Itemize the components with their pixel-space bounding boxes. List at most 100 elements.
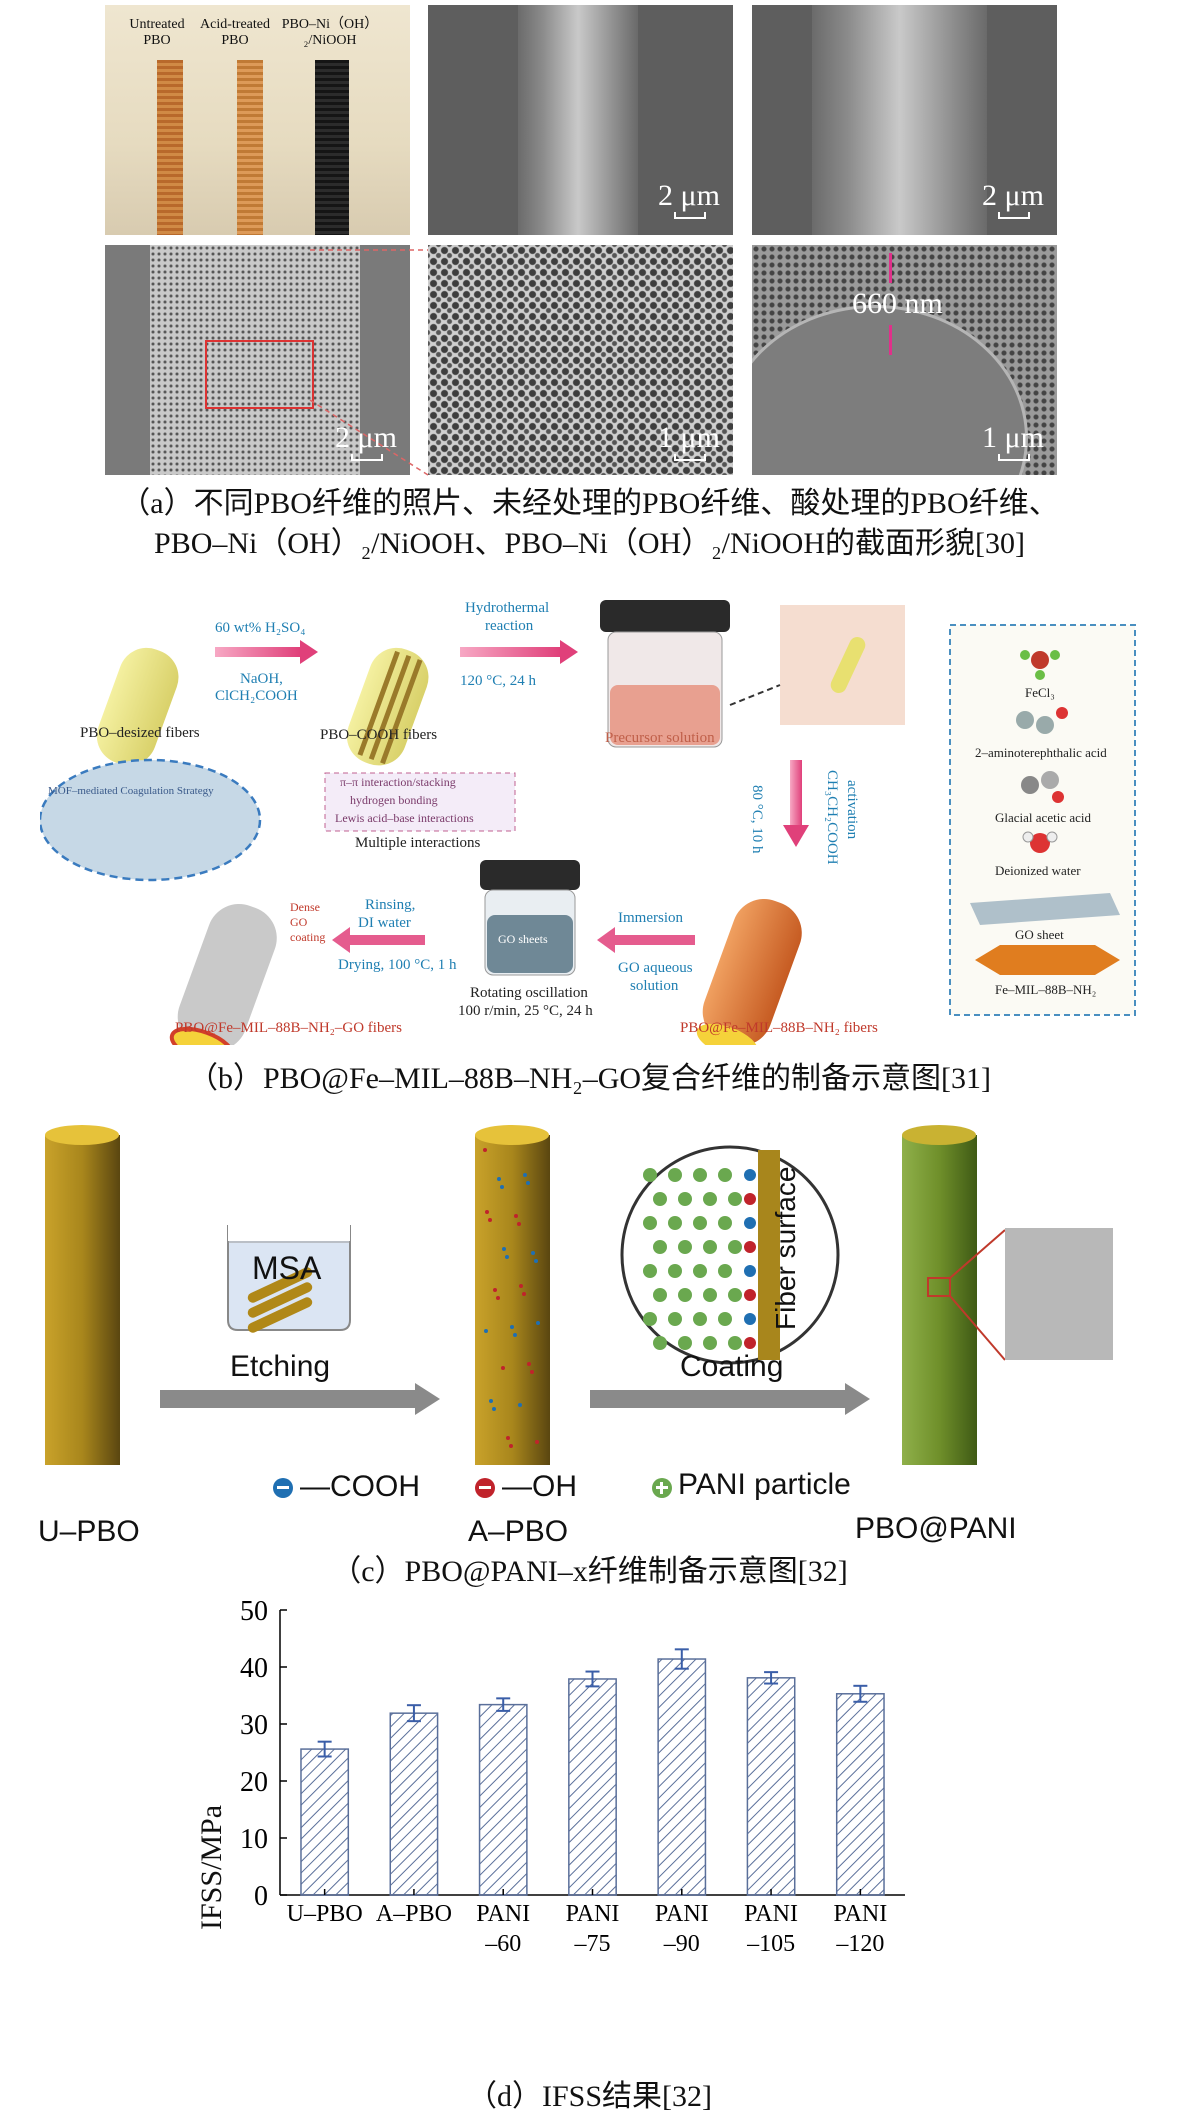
pani-particle xyxy=(653,1336,667,1350)
label-rotating: Rotating oscillation xyxy=(470,985,588,1001)
pani-particle xyxy=(693,1312,707,1326)
label-activation: activation xyxy=(844,780,860,840)
y-tick-label: 0 xyxy=(254,1881,268,1912)
label-cooh: PBO–COOH fibers xyxy=(320,727,438,743)
x-tick-label: PANI xyxy=(744,1901,798,1927)
functional-group-dot xyxy=(510,1325,514,1329)
pani-particle xyxy=(703,1192,717,1206)
caption-a-line2: PBO–Ni（OH）₂/NiOOH、PBO–Ni（OH）₂/NiOOH的截面形貌… xyxy=(154,527,1025,560)
pani-particle xyxy=(653,1240,667,1254)
pani-particle xyxy=(703,1336,717,1350)
sem-acid: 2 μm xyxy=(752,5,1057,235)
functional-group-dot xyxy=(497,1177,501,1181)
functional-group-dot xyxy=(502,1247,506,1251)
label-120c: 120 °C, 24 h xyxy=(460,673,537,689)
pani-particle xyxy=(643,1168,657,1182)
pani-particle xyxy=(668,1168,682,1182)
label-h2so4: 60 wt% H₂SO₄ xyxy=(215,620,306,636)
y-tick-label: 20 xyxy=(240,1767,268,1798)
scale-bar: 2 μm xyxy=(335,423,397,461)
pani-particle xyxy=(718,1312,732,1326)
pani-particle xyxy=(678,1192,692,1206)
pani-particle xyxy=(718,1264,732,1278)
sem-untreated: 2 μm xyxy=(428,5,733,235)
zoom-box xyxy=(205,340,314,409)
functional-group-dot xyxy=(530,1370,534,1374)
bar-0 xyxy=(300,1748,350,1896)
chart-ylabel: IFSS/MPa xyxy=(195,1804,228,1930)
y-tick-label: 40 xyxy=(240,1653,268,1684)
functional-group-dot xyxy=(492,1407,496,1411)
x-tick-label: –75 xyxy=(574,1931,611,1957)
label-go-aqueous: GO aqueous xyxy=(618,960,693,976)
surface-group xyxy=(744,1241,756,1253)
pani-particle xyxy=(678,1336,692,1350)
label-msa: MSA xyxy=(252,1250,322,1286)
bar-5 xyxy=(746,1677,796,1896)
bar-1 xyxy=(389,1712,439,1896)
functional-group-dot xyxy=(522,1292,526,1296)
legend-aminoterephthalic: 2–aminoterephthalic acid xyxy=(975,745,1107,760)
surface-group xyxy=(744,1265,756,1277)
label-precursor: Precursor solution xyxy=(605,730,715,746)
functional-group-dot xyxy=(484,1329,488,1333)
spool-acid xyxy=(237,60,263,235)
surface-group xyxy=(744,1289,756,1301)
label-ch3: CH₃CH₂COOH xyxy=(824,770,840,865)
functional-group-dot xyxy=(531,1251,535,1255)
pani-particle xyxy=(653,1288,667,1302)
sem-porous: 1 μm xyxy=(428,245,733,475)
pani-particle xyxy=(678,1240,692,1254)
x-tick-label: –60 xyxy=(484,1931,521,1957)
label-go-sheets: GO sheets xyxy=(498,932,548,946)
label-rinsing: Rinsing, xyxy=(365,897,416,913)
pani-particle xyxy=(703,1288,717,1302)
arrow-bottom xyxy=(889,325,892,355)
label-rotating-params: 100 r/min, 25 °C, 24 h xyxy=(458,1003,593,1019)
label-dense: Dense GO coating xyxy=(290,900,326,944)
photo-label-acid: Acid-treated PBO xyxy=(200,17,270,48)
thickness-label: 660 nm xyxy=(852,287,943,320)
legend-pani: PANI particle xyxy=(678,1468,851,1501)
surface-group xyxy=(744,1169,756,1181)
scheme-c xyxy=(45,1125,1113,1498)
interaction-3: Lewis acid–base interactions xyxy=(335,811,474,825)
label-naoh: NaOH, xyxy=(240,671,283,687)
pani-particle xyxy=(678,1288,692,1302)
desized-fiber xyxy=(96,647,179,766)
legend-oh: —OH xyxy=(502,1470,577,1503)
label-a-pbo: A–PBO xyxy=(468,1515,569,1548)
scale-bar: 1 μm xyxy=(658,423,720,461)
functional-group-dot xyxy=(496,1296,500,1300)
functional-group-dot xyxy=(517,1222,521,1226)
y-tick-label: 10 xyxy=(240,1824,268,1855)
label-hydrothermal: Hydrothermal xyxy=(465,600,550,616)
interaction-1: π–π interaction/stacking xyxy=(340,775,456,789)
functional-group-dot xyxy=(500,1185,504,1189)
label-80c: 80 °C, 10 h xyxy=(749,785,765,854)
pani-particle xyxy=(728,1288,742,1302)
x-tick-label: PANI xyxy=(476,1901,530,1927)
pani-particle xyxy=(668,1264,682,1278)
functional-group-dot xyxy=(509,1444,513,1448)
caption-b: （b）PBO@Fe–MIL–88B–NH₂–GO复合纤维的制备示意图[31] xyxy=(187,1062,992,1095)
cooh-fiber xyxy=(346,647,429,766)
x-tick-label: –105 xyxy=(746,1931,795,1957)
y-tick-label: 50 xyxy=(240,1600,268,1627)
functional-group-dot xyxy=(488,1218,492,1222)
surface-group xyxy=(744,1337,756,1349)
scheme-b: PBO–desized fibers PBO–COOH fibers 60 wt… xyxy=(40,585,1140,1045)
a-pbo-dots xyxy=(483,1148,540,1448)
legend-mof: Fe–MIL–88B–NH₂ xyxy=(995,982,1097,997)
label-mof-fibers: PBO@Fe–MIL–88B–NH₂ fibers xyxy=(680,1020,878,1036)
bar-6 xyxy=(835,1693,885,1896)
functional-group-dot xyxy=(485,1210,489,1214)
functional-group-dot xyxy=(523,1173,527,1177)
pani-particle xyxy=(728,1240,742,1254)
functional-group-dot xyxy=(536,1321,540,1325)
x-tick-label: –120 xyxy=(835,1931,884,1957)
bar-3 xyxy=(568,1678,617,1896)
pani-particle xyxy=(718,1168,732,1182)
bar-4 xyxy=(657,1658,707,1896)
bar-2 xyxy=(478,1703,528,1896)
